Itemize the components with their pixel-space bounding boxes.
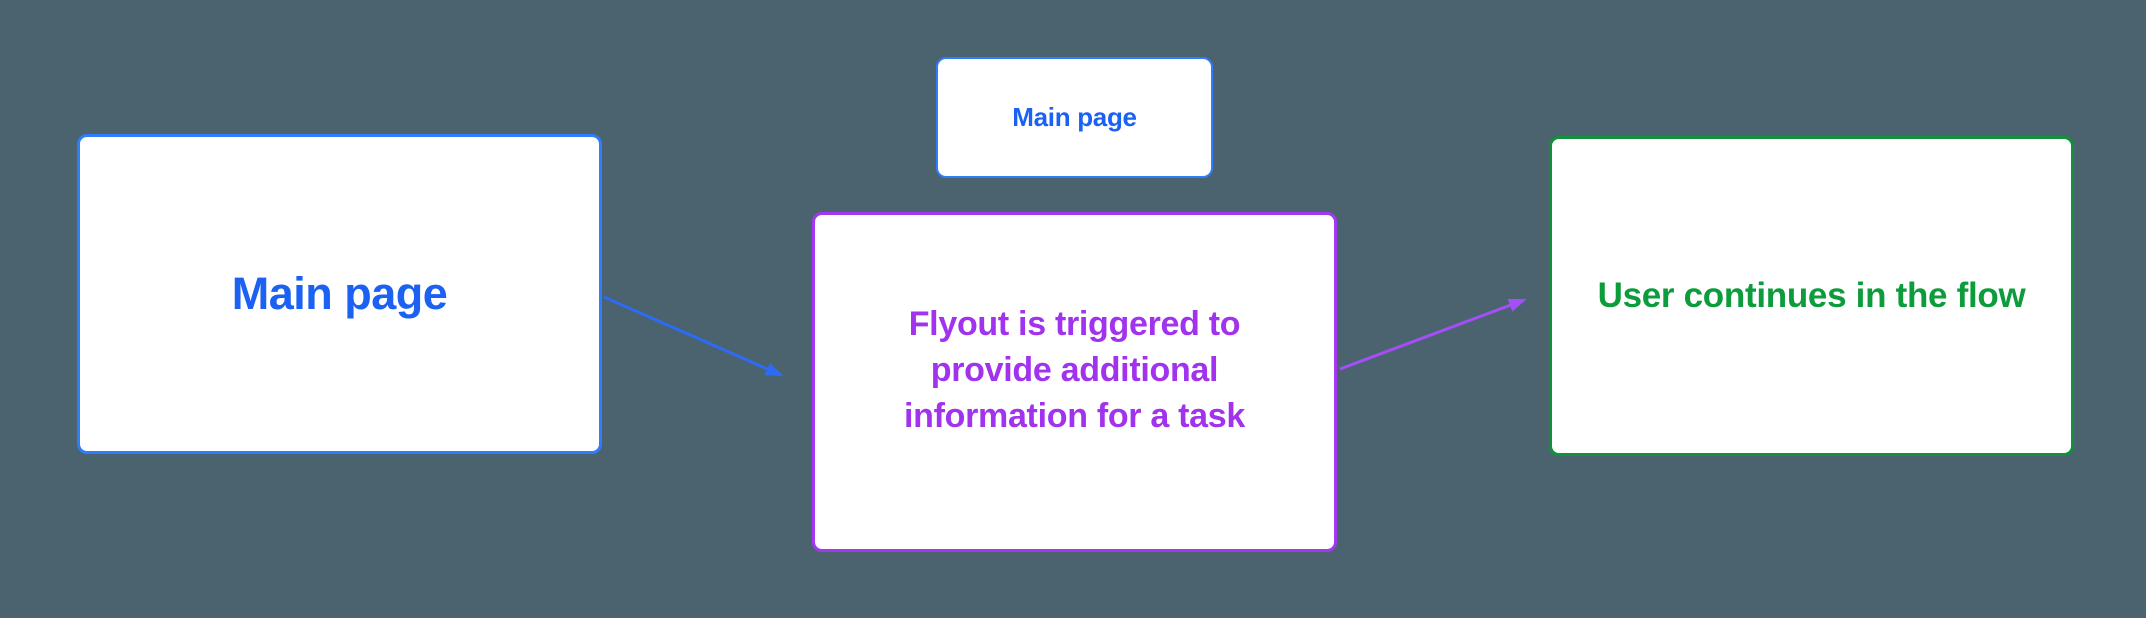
node-main-page-small-label: Main page (1012, 102, 1137, 132)
node-main-page-label: Main page (231, 268, 448, 319)
node-flyout-label: Flyout is triggered to provide additiona… (903, 305, 1245, 435)
node-flyout[interactable]: Flyout is triggered to provide additiona… (812, 212, 1337, 552)
connector-flyout-to-continue[interactable] (1339, 298, 1527, 371)
node-main-page-small[interactable]: Main page (936, 57, 1213, 178)
node-main-page[interactable]: Main page (77, 134, 602, 454)
node-user-continues-label: User continues in the flow (1597, 276, 2026, 315)
node-user-continues[interactable]: User continues in the flow (1549, 136, 2074, 456)
connector-main-to-flyout[interactable] (603, 295, 784, 377)
